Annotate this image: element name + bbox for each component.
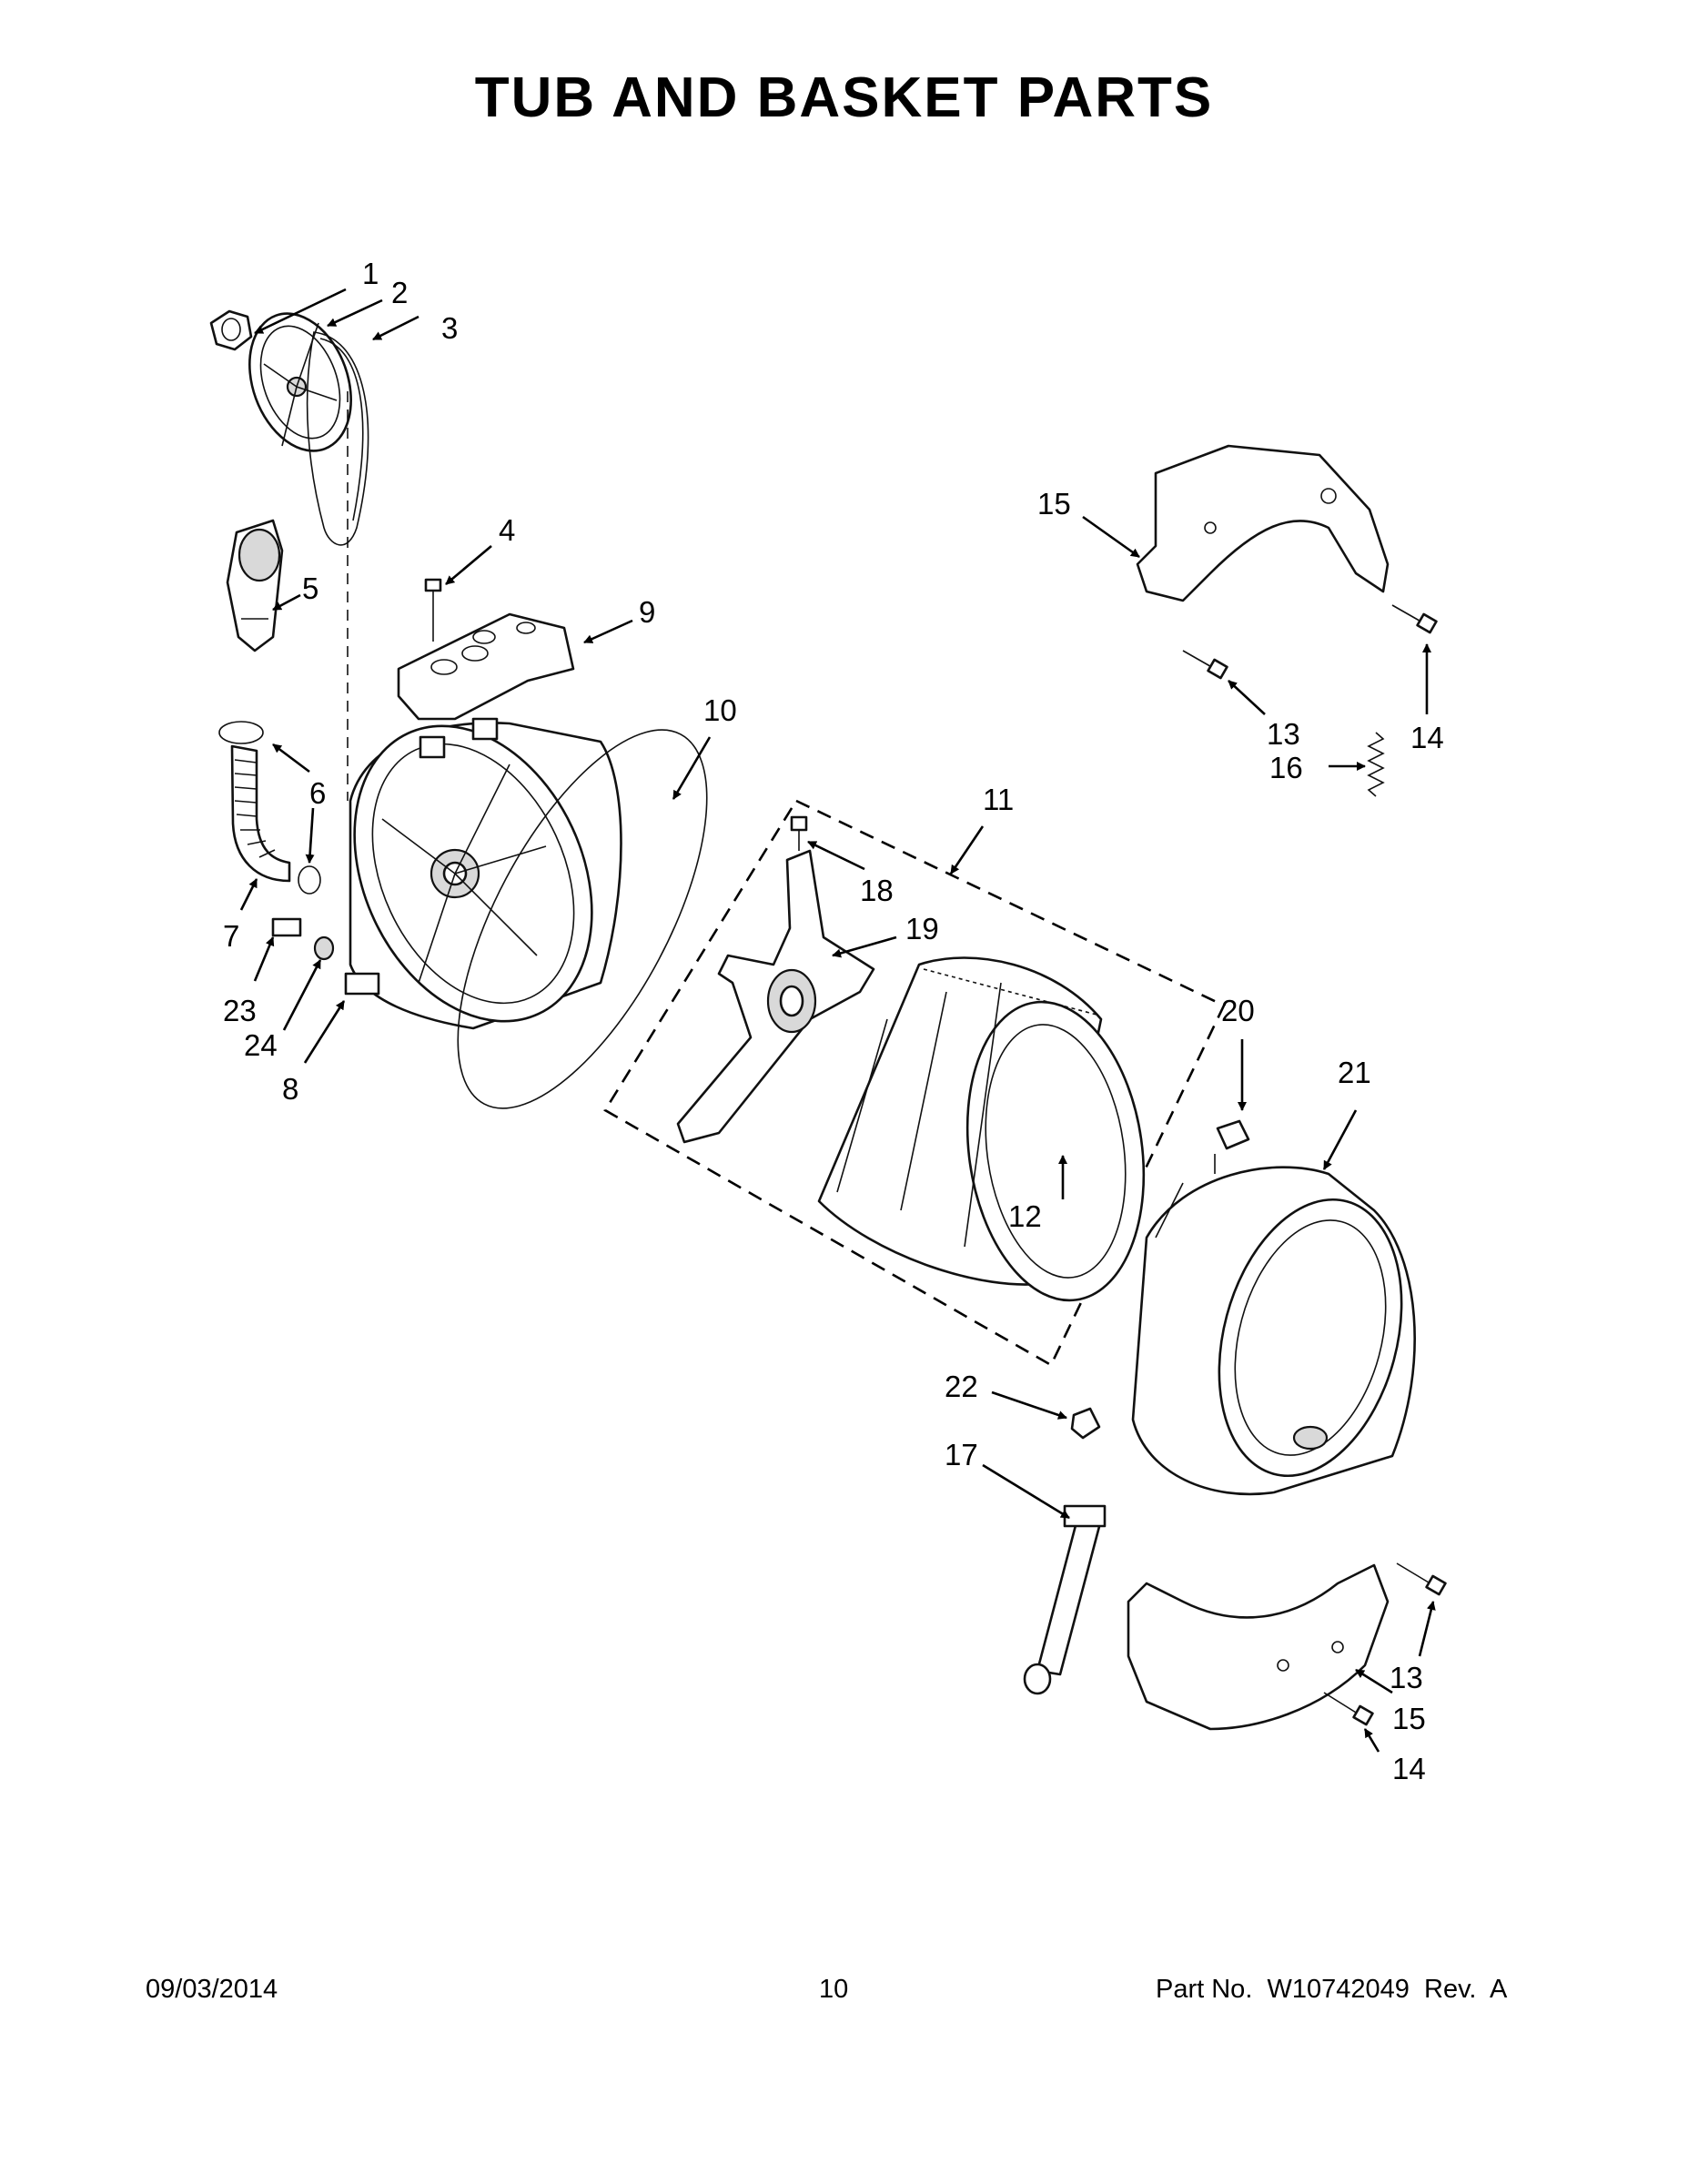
callout-13-top: 13 bbox=[1267, 717, 1300, 751]
part-7-hose bbox=[230, 744, 291, 883]
part-12-basket bbox=[817, 956, 1146, 1302]
part-23-sensor bbox=[271, 917, 302, 937]
part-5-housing bbox=[226, 519, 284, 652]
part-15-counterweight-top bbox=[1136, 444, 1390, 602]
callout-21: 21 bbox=[1338, 1056, 1371, 1089]
callout-2: 2 bbox=[391, 276, 408, 309]
part-16-spring bbox=[1367, 732, 1385, 797]
part-20-clip bbox=[1214, 1119, 1250, 1174]
footer-page-number: 10 bbox=[819, 1975, 849, 2004]
callout-23: 23 bbox=[223, 994, 257, 1027]
callout-17: 17 bbox=[945, 1438, 978, 1471]
part-6-clamp bbox=[218, 721, 264, 744]
part-8-rear-tub bbox=[344, 717, 622, 1030]
callout-11: 11 bbox=[983, 783, 1014, 816]
callout-22: 22 bbox=[945, 1370, 978, 1403]
part-9-bracket bbox=[397, 612, 575, 721]
callout-1: 1 bbox=[362, 257, 379, 290]
page-title: TUB AND BASKET PARTS bbox=[474, 66, 1214, 129]
callout-20: 20 bbox=[1221, 994, 1255, 1027]
part-14-bolt-top bbox=[1391, 604, 1438, 634]
callout-4: 4 bbox=[499, 513, 515, 547]
callout-7: 7 bbox=[223, 919, 239, 953]
callout-3: 3 bbox=[441, 311, 458, 345]
part-13-bolt-top bbox=[1182, 650, 1228, 680]
leader-lines bbox=[239, 288, 1436, 1753]
footer-date: 09/03/2014 bbox=[146, 1975, 278, 2004]
callout-8: 8 bbox=[282, 1072, 298, 1106]
callout-16: 16 bbox=[1269, 751, 1303, 784]
callout-10: 10 bbox=[703, 693, 737, 727]
callout-9: 9 bbox=[639, 595, 655, 629]
callout-15-bottom: 15 bbox=[1392, 1702, 1426, 1735]
part-21-front-tub bbox=[1131, 1166, 1416, 1496]
part-11-assembly-outline bbox=[603, 799, 1226, 1367]
callout-5: 5 bbox=[302, 571, 318, 605]
callout-24: 24 bbox=[244, 1028, 278, 1062]
callout-18: 18 bbox=[860, 874, 894, 907]
part-13-bolt-bottom bbox=[1396, 1562, 1447, 1596]
part-17-damper bbox=[1023, 1504, 1107, 1695]
callout-14-bottom: 14 bbox=[1392, 1752, 1426, 1785]
callout-6: 6 bbox=[309, 776, 326, 810]
callout-labels: 1 2 3 4 5 9 10 6 7 23 24 8 11 18 19 12 2… bbox=[223, 257, 1444, 1785]
part-22-clip bbox=[1070, 1407, 1101, 1440]
part-15-counterweight-bottom bbox=[1127, 1563, 1390, 1731]
part-2-pulley bbox=[248, 312, 352, 452]
callout-12: 12 bbox=[1008, 1199, 1042, 1233]
part-3-belt bbox=[306, 331, 369, 546]
part-10-seal bbox=[457, 729, 708, 1109]
callout-14-top: 14 bbox=[1410, 721, 1444, 754]
callout-13-bottom: 13 bbox=[1390, 1661, 1423, 1694]
part-18-bolt bbox=[790, 815, 808, 851]
part-24-plug bbox=[313, 935, 335, 961]
part-4-bolt bbox=[424, 578, 442, 642]
footer-part-number: Part No. W10742049 Rev. A bbox=[1156, 1975, 1508, 2004]
part-14-bolt-bottom bbox=[1323, 1692, 1374, 1726]
callout-15-top: 15 bbox=[1037, 487, 1071, 521]
part-19-spider bbox=[676, 849, 875, 1144]
part-6-clip bbox=[298, 865, 321, 895]
part-1-nut bbox=[209, 309, 253, 351]
callout-19: 19 bbox=[905, 912, 939, 945]
